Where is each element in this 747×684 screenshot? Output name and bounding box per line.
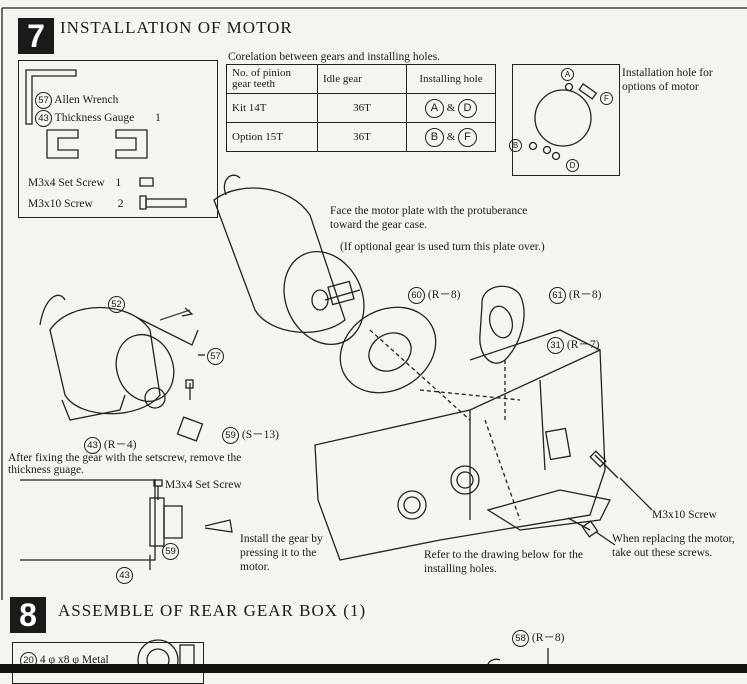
table-cell: Option 15T (226, 122, 318, 152)
callout-60: 60 (R－8) (408, 287, 460, 304)
callout-ref: (R－8) (531, 632, 565, 645)
part-label: M3x4 Set Screw (28, 177, 105, 189)
thickness-gauge-left (46, 129, 79, 159)
callout-number: 31 (547, 337, 564, 354)
callout-43-bottom: 43 (116, 567, 133, 584)
callout-43: 43 (R－4) (84, 437, 136, 454)
part-qty: 2 (117, 198, 124, 210)
callout-ref: (R－8) (568, 289, 602, 302)
step-title: ASSEMBLE OF REAR GEAR BOX (1) (58, 601, 367, 620)
callout-31: 31 (R－7) (547, 337, 599, 354)
callout-number: 60 (408, 287, 425, 304)
part-label: Thickness Gauge (54, 112, 135, 125)
part-label: M3x10 Screw (28, 198, 93, 210)
callout-59: 59 (S－13) (222, 427, 279, 444)
hole-letter-b: B (509, 139, 522, 152)
part-qty: 1 (155, 112, 161, 125)
table-header: No. of pinion gear teeth (226, 64, 318, 94)
hole-letter-f: F (600, 92, 613, 105)
callout-58: 58 (R－8) (512, 630, 564, 647)
gear-table-caption: Corelation between gears and installing … (228, 51, 441, 63)
page-bottom-edge (0, 664, 747, 673)
allen-wrench-shape (25, 69, 77, 125)
table-cell: B & F (406, 122, 496, 152)
callout-number: 43 (84, 437, 101, 454)
part-set-screw: M3x4 Set Screw 1 (28, 176, 121, 190)
part-allen-wrench: 57 Allen Wrench (35, 92, 118, 109)
callout-number: 61 (549, 287, 566, 304)
callout-59-bottom: 59 (162, 543, 179, 560)
part-label: 4 φ x8 φ Metal (39, 654, 109, 667)
install-gear-instruction: Install the gear by pressing it to the m… (240, 533, 323, 573)
thickness-gauge-right (115, 129, 148, 159)
install-hole-box (512, 64, 620, 176)
table-cell: 36T (317, 93, 407, 123)
callout-ref: (S－13) (241, 429, 279, 442)
ampersand: & (446, 101, 456, 114)
table-row: Option 15T 36T B & F (226, 122, 496, 152)
callout-57: 57 (207, 348, 224, 365)
refer-drawing-note: Refer to the drawing below for the insta… (424, 549, 584, 575)
step-number-badge: 8 (10, 597, 46, 633)
table-header-row: No. of pinion gear teeth Idle gear Insta… (226, 64, 496, 94)
parts-box (18, 60, 218, 218)
table-cell: Kit 14T (226, 93, 318, 123)
hole-letter-d: D (566, 159, 579, 172)
hole-letter: F (458, 127, 478, 147)
callout-61: 61 (R－8) (549, 287, 601, 304)
table-header: Installing hole (406, 64, 496, 94)
face-plate-instruction: Face the motor plate with the protuberan… (330, 205, 528, 231)
part-number-badge: 57 (35, 92, 52, 109)
hole-letter: A (424, 98, 444, 118)
hole-letter: B (424, 127, 444, 147)
callout-ref: (R－7) (566, 339, 600, 352)
set-screw-shape (139, 177, 154, 187)
callout-52: 52 (108, 296, 125, 313)
hole-letter-a: A (561, 68, 574, 81)
table-row: Kit 14T 36T A & D (226, 93, 496, 123)
set-screw-callout: M3x4 Set Screw (153, 478, 242, 492)
when-replacing-note: When replacing the motor, take out these… (612, 533, 735, 559)
callout-number: 58 (512, 630, 529, 647)
callout-ref: (R－8) (427, 289, 461, 302)
gear-table: No. of pinion gear teeth Idle gear Insta… (226, 64, 496, 152)
step-title: INSTALLATION OF MOTOR (60, 18, 293, 37)
install-hole-caption: Installation hole for options of motor (622, 67, 713, 93)
part-number-badge: 43 (35, 110, 52, 127)
part-screw: M3x10 Screw 2 (28, 197, 123, 211)
hole-letter: D (458, 98, 478, 118)
callout-ref: (R－4) (103, 439, 137, 452)
table-header: Idle gear (317, 64, 407, 94)
optional-gear-note: (If optional gear is used turn this plat… (340, 241, 545, 253)
callout-label: M3x4 Set Screw (165, 479, 242, 491)
callout-number: 59 (222, 427, 239, 444)
after-fixing-instruction: After fixing the gear with the setscrew,… (8, 452, 242, 476)
ampersand: & (446, 130, 456, 143)
m3x10-screw-callout: M3x10 Screw (652, 509, 717, 521)
part-thickness-gauge: 43 Thickness Gauge 1 (35, 110, 161, 127)
table-cell: A & D (406, 93, 496, 123)
part-qty: 1 (115, 177, 122, 189)
step-number-badge: 7 (18, 18, 54, 54)
table-cell: 36T (317, 122, 407, 152)
part-label: Allen Wrench (54, 94, 119, 107)
